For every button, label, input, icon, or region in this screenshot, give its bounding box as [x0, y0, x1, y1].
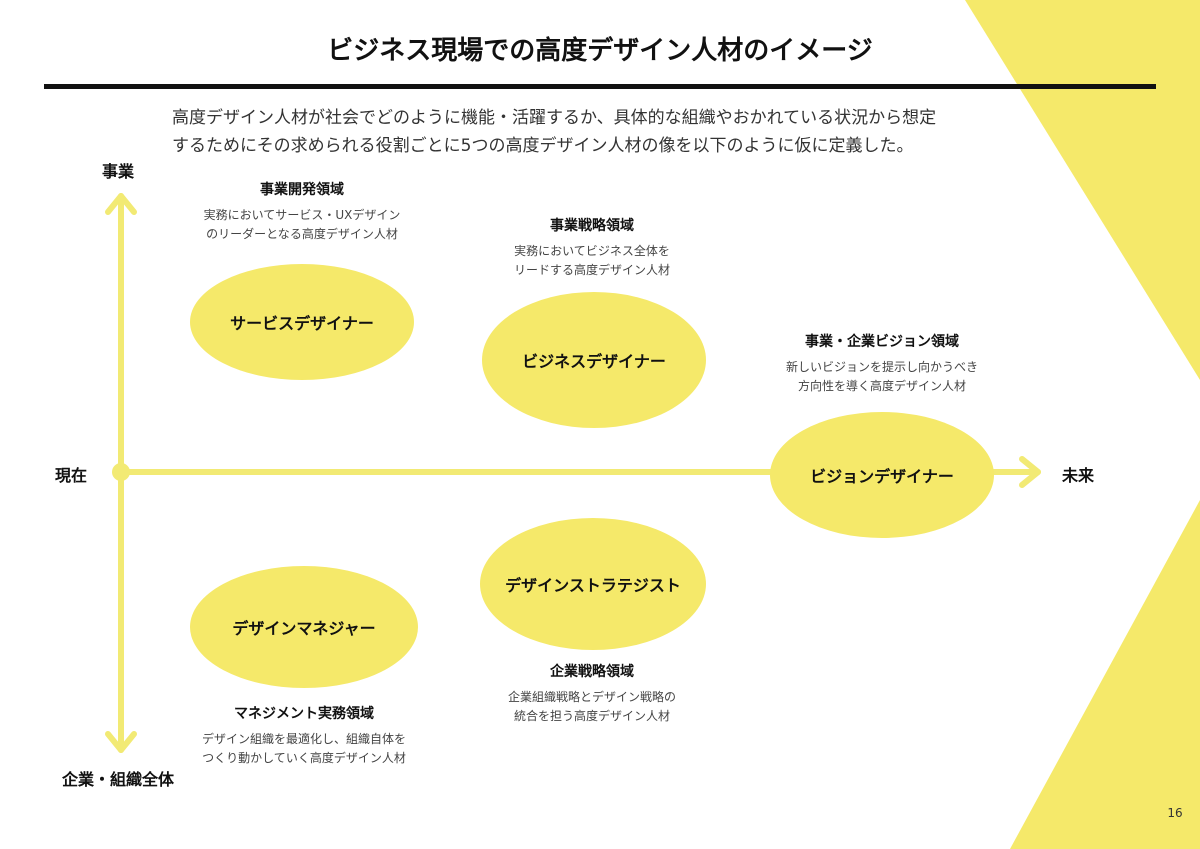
area-desc-line-1: 新しいビジョンを提示し向かうべき: [785, 360, 978, 374]
area-desc-line-1: デザイン組織を最適化し、組織自体を: [201, 732, 406, 746]
page-title: ビジネス現場での高度デザイン人材のイメージ: [327, 36, 873, 66]
area-desc-line-2: のリーダーとなる高度デザイン人材: [206, 227, 398, 241]
area-desc-line-1: 実務においてサービス・UXデザイン: [203, 208, 401, 222]
area-desc-line-1: 企業組織戦略とデザイン戦略の: [507, 690, 676, 704]
axis-label-left: 現在: [55, 466, 88, 485]
area-business: 事業戦略領域 実務においてビジネス全体を リードする高度デザイン人材: [470, 216, 714, 280]
area-service: 事業開発領域 実務においてサービス・UXデザイン のリーダーとなる高度デザイン人…: [180, 180, 424, 244]
intro-text: 高度デザイン人材が社会でどのように機能・活躍するか、具体的な組織やおかれている状…: [172, 104, 1052, 160]
area-desc-line-2: つくり動かしていく高度デザイン人材: [202, 751, 406, 765]
area-desc-line-2: 方向性を導く高度デザイン人材: [797, 379, 966, 393]
area-title: 事業・企業ビジョン領域: [805, 334, 959, 350]
intro-line-1: 高度デザイン人材が社会でどのように機能・活躍するか、具体的な組織やおかれている状…: [172, 108, 937, 128]
role-design-manager: デザインマネジャー: [190, 566, 418, 688]
axis-label-bottom: 企業・組織全体: [62, 770, 175, 789]
axis-label-right: 未来: [1062, 466, 1095, 485]
origin-dot: [112, 463, 130, 481]
area-title: 事業戦略領域: [550, 218, 634, 234]
area-desc-line-2: リードする高度デザイン人材: [513, 263, 670, 277]
area-desc-line-2: 統合を担う高度デザイン人材: [513, 709, 670, 723]
area-desc-line-1: 実務においてビジネス全体を: [514, 244, 670, 258]
arrow-down-icon: [105, 731, 137, 753]
area-title: 企業戦略領域: [550, 664, 634, 680]
role-service-designer: サービスデザイナー: [190, 264, 414, 380]
axis-label-top: 事業: [102, 162, 135, 181]
area-title: マネジメント実務領域: [234, 706, 374, 722]
title-divider: [44, 84, 1156, 89]
role-design-strategist: デザインストラテジスト: [480, 518, 706, 650]
arrow-up-icon: [105, 193, 137, 215]
area-strategy: 企業戦略領域 企業組織戦略とデザイン戦略の 統合を担う高度デザイン人材: [470, 662, 714, 726]
intro-line-2: するためにその求められる役割ごとに5つの高度デザイン人材の像を以下のように仮に定…: [172, 136, 914, 156]
area-title: 事業開発領域: [260, 182, 344, 198]
area-management: マネジメント実務領域 デザイン組織を最適化し、組織自体を つくり動かしていく高度…: [182, 704, 426, 768]
page-number: 16: [1167, 806, 1183, 820]
area-vision: 事業・企業ビジョン領域 新しいビジョンを提示し向かうべき 方向性を導く高度デザイ…: [760, 332, 1004, 396]
role-vision-designer: ビジョンデザイナー: [770, 412, 994, 538]
role-business-designer: ビジネスデザイナー: [482, 292, 706, 428]
arrow-right-icon: [1019, 456, 1041, 488]
